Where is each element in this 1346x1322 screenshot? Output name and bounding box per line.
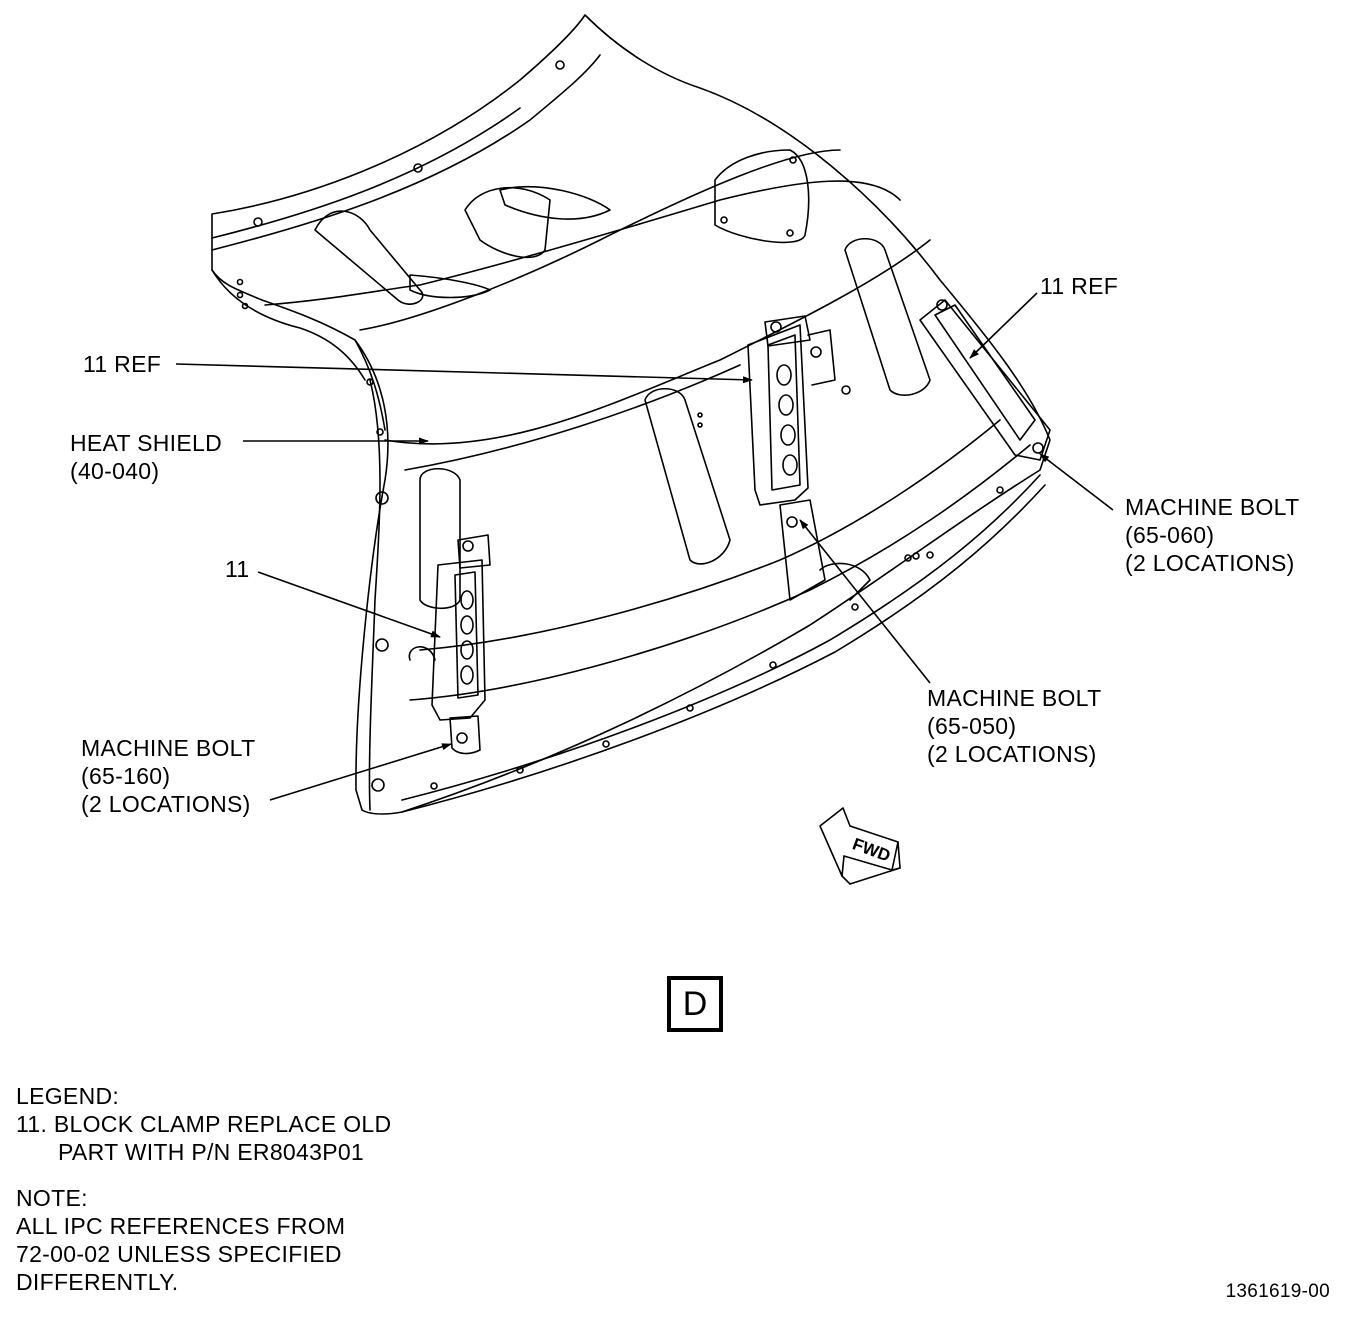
heat-shield-ref: (40-040) <box>70 458 160 484</box>
callout-machine-bolt-65-060: MACHINE BOLT (65-060) (2 LOCATIONS) <box>1125 493 1299 577</box>
bolt-qty: (2 LOCATIONS) <box>1125 550 1295 576</box>
block-clamp-right <box>919 299 1051 461</box>
callout-11-ref-left: 11 REF <box>83 351 162 377</box>
bolt-qty: (2 LOCATIONS) <box>81 791 251 817</box>
callout-heat-shield: HEAT SHIELD (40-040) <box>70 429 222 485</box>
bolt-label: MACHINE BOLT <box>81 735 256 761</box>
bolt-label: MACHINE BOLT <box>1125 494 1300 520</box>
bolt-ref: (65-050) <box>927 713 1017 739</box>
callout-machine-bolt-65-050: MACHINE BOLT (65-050) (2 LOCATIONS) <box>927 684 1101 768</box>
legend-item-line2: PART WITH P/N ER8043P01 <box>58 1139 365 1165</box>
note-line: 72-00-02 UNLESS SPECIFIED <box>16 1241 342 1267</box>
legend-item-line1: 11. BLOCK CLAMP REPLACE OLD <box>16 1111 392 1137</box>
heat-shield-outline <box>211 14 1051 815</box>
legend-title: LEGEND: <box>16 1083 120 1109</box>
callout-11-ref-right: 11 REF <box>1040 273 1119 299</box>
heat-shield-label: HEAT SHIELD <box>70 430 222 456</box>
view-letter: D <box>682 984 708 1023</box>
bolt-label: MACHINE BOLT <box>927 685 1102 711</box>
block-clamp-left <box>431 559 486 721</box>
bolt-ref: (65-160) <box>81 763 171 789</box>
callout-machine-bolt-65-160: MACHINE BOLT (65-160) (2 LOCATIONS) <box>81 734 255 818</box>
figure-number: 1361619-00 <box>1225 1281 1330 1302</box>
fwd-arrow-icon <box>819 807 901 885</box>
bolt-qty: (2 LOCATIONS) <box>927 741 1097 767</box>
view-identifier-box: D <box>667 976 723 1032</box>
callout-11-block-clamp: 11 <box>225 556 250 582</box>
bolt-ref: (65-060) <box>1125 522 1215 548</box>
note-title: NOTE: <box>16 1185 88 1211</box>
note-line: ALL IPC REFERENCES FROM <box>16 1213 346 1239</box>
legend: LEGEND: 11. BLOCK CLAMP REPLACE OLD PART… <box>16 1082 391 1166</box>
block-clamp-center <box>747 324 809 506</box>
note-line: DIFFERENTLY. <box>16 1269 179 1295</box>
note: NOTE: ALL IPC REFERENCES FROM 72-00-02 U… <box>16 1184 345 1296</box>
